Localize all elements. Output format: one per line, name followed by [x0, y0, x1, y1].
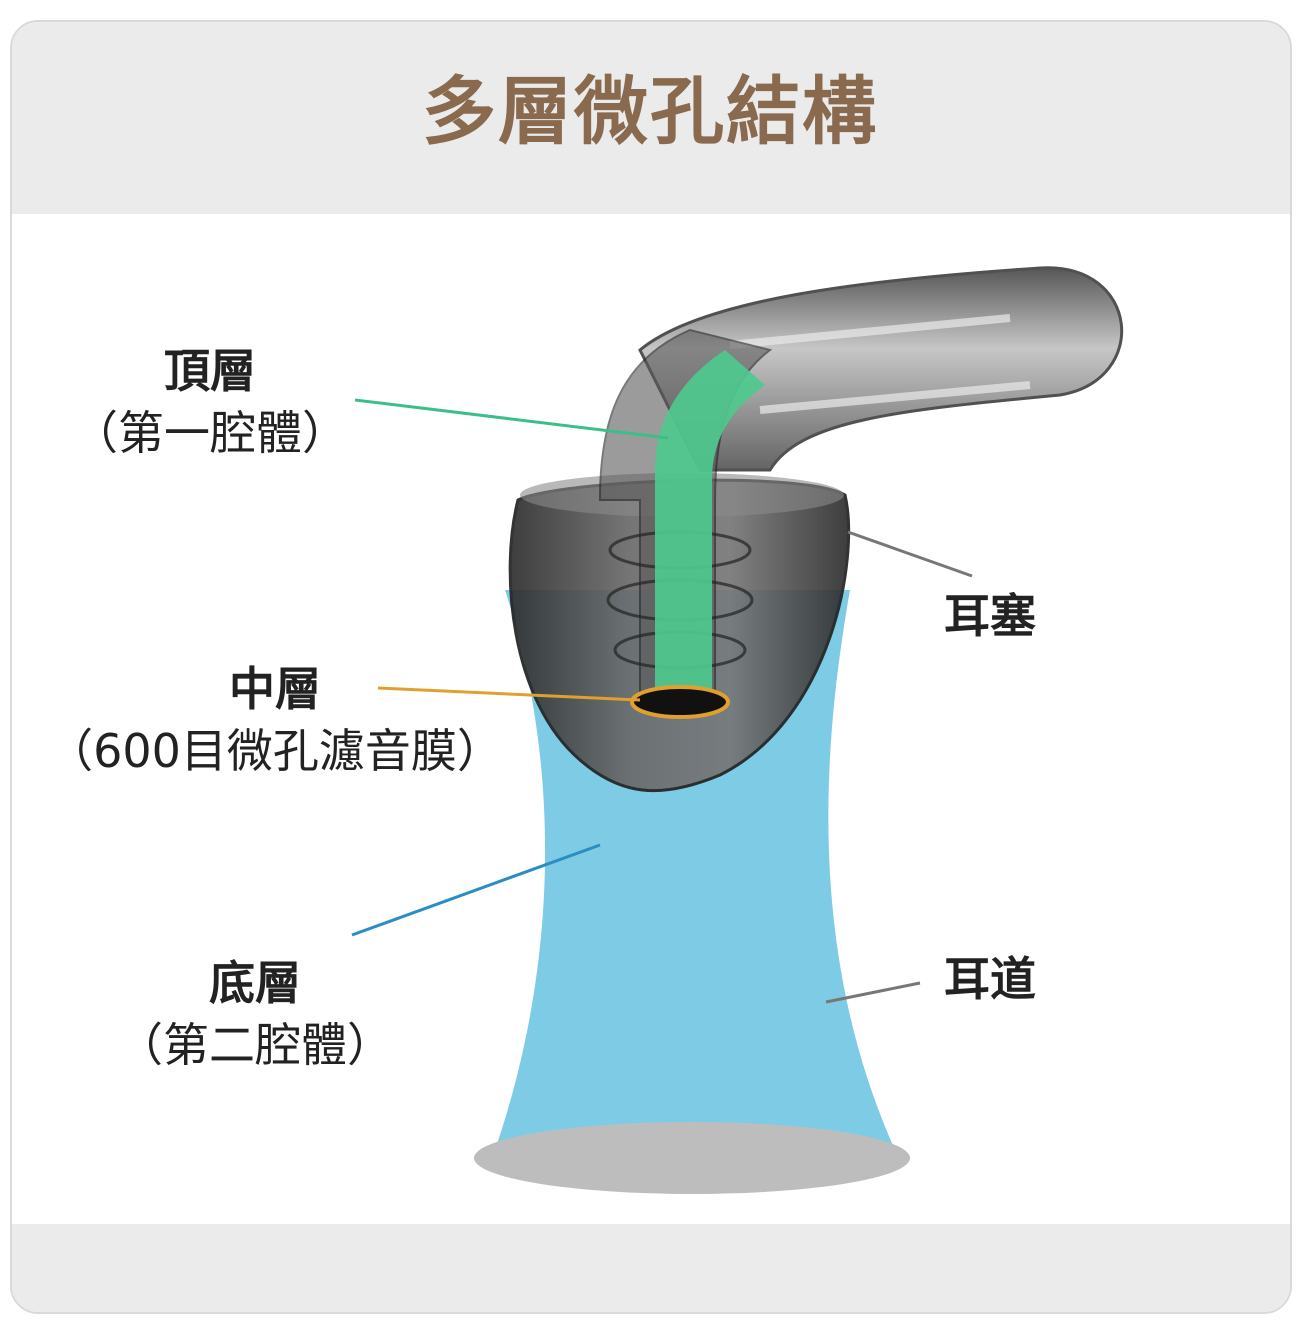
ear-tip-label: 耳塞	[944, 589, 1036, 643]
middle-layer-label: 中層 （600目微孔濾音膜）	[40, 658, 510, 782]
header-band	[12, 22, 1290, 214]
green-cavity-tube	[655, 350, 765, 690]
bottom-layer-detail: （第二腔體）	[117, 1018, 393, 1073]
footer-band	[12, 1224, 1290, 1312]
bottom-layer-label: 底層 （第二腔體）	[110, 952, 400, 1076]
ear-canal-label: 耳道	[944, 952, 1036, 1006]
top-layer-label: 頂層 （第一腔體）	[70, 340, 350, 464]
ear-canal-base	[474, 1122, 910, 1194]
ear-tip-leader	[847, 530, 973, 578]
top-layer-detail: （第一腔體）	[72, 406, 348, 461]
page-title: 多層微孔結構	[422, 69, 878, 155]
middle-layer-leader	[377, 686, 641, 702]
top-layer-leader	[354, 398, 669, 440]
middle-layer-detail: （600目微孔濾音膜）	[47, 724, 503, 779]
bottom-layer-leader	[351, 843, 601, 937]
ear-canal-leader	[825, 981, 921, 1004]
middle-layer-name: 中層	[229, 662, 321, 716]
membrane-ring	[630, 685, 730, 719]
top-layer-name: 頂層	[164, 344, 256, 398]
bottom-layer-name: 底層	[209, 956, 301, 1010]
